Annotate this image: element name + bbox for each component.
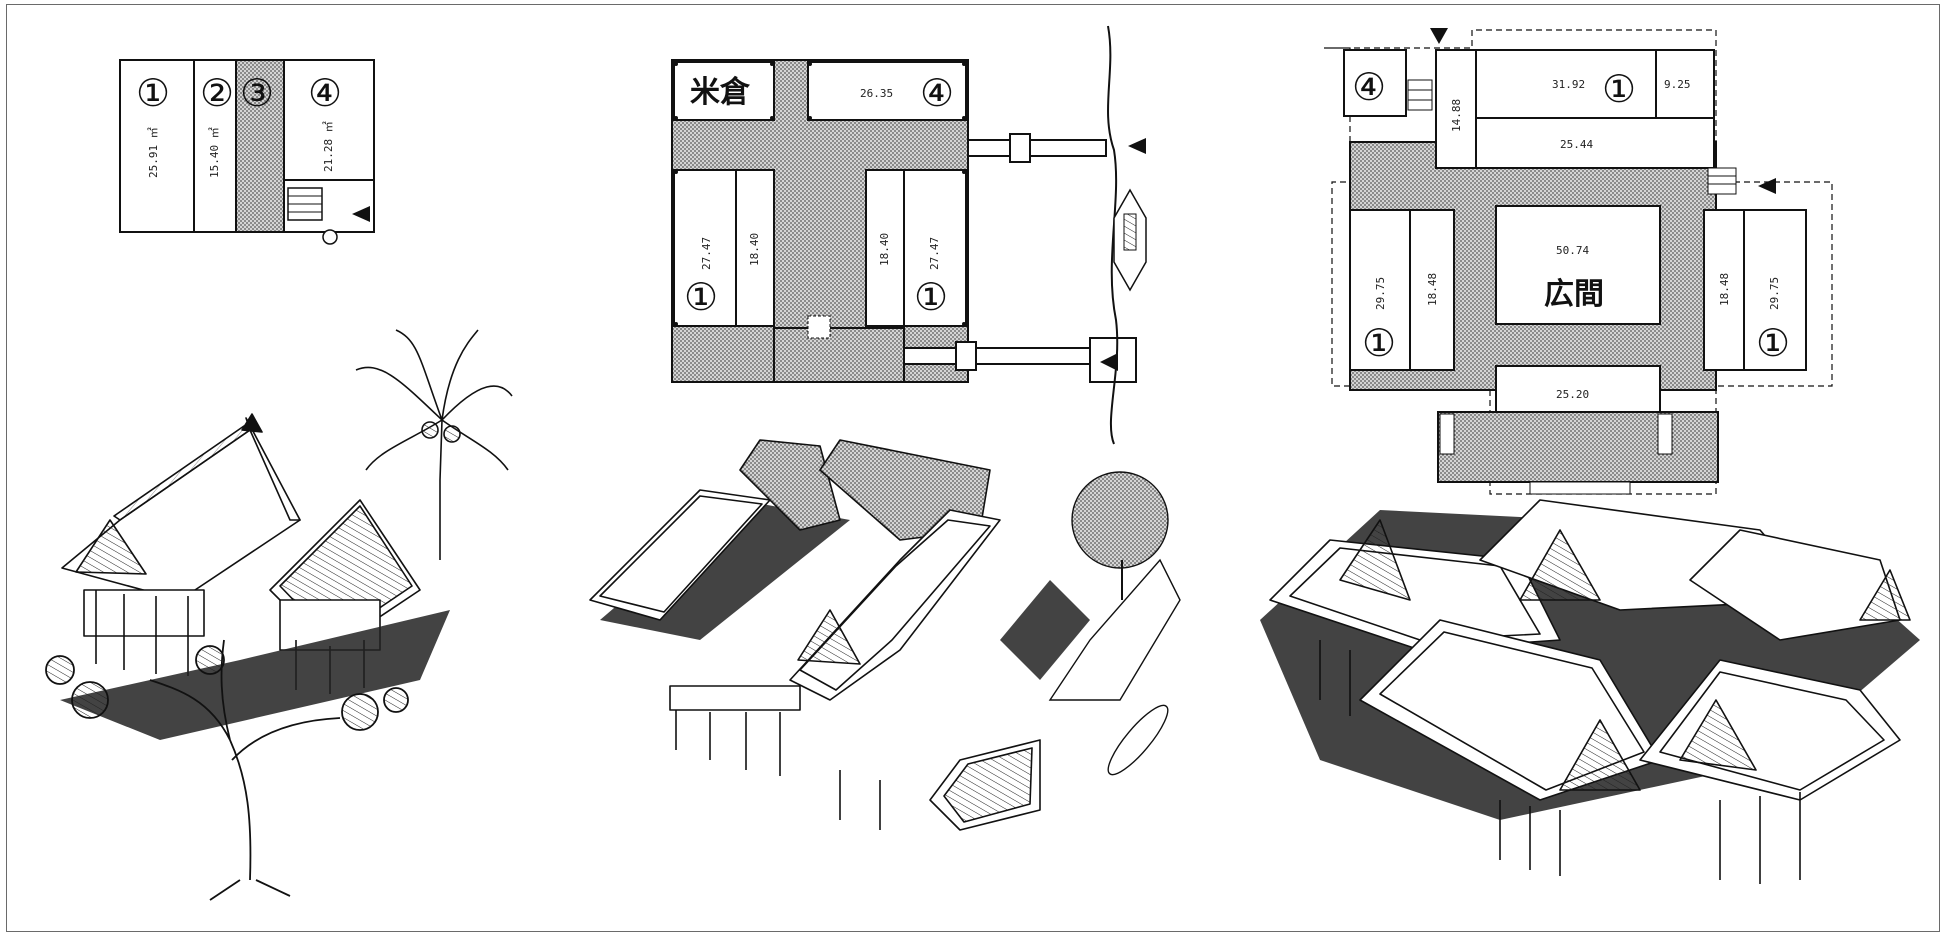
sketch-left-house [60,413,450,740]
tree-middle [1048,471,1181,776]
room-marker-4-right: ④ [1352,65,1386,109]
plan-right [1324,28,1833,495]
room-marker-4-middle: ④ [920,71,954,115]
room-marker-1-left: ① [684,275,718,319]
room-marker-2: ② [200,71,234,115]
tree-front-left [45,639,409,901]
area-right-outer: 27.47 [928,237,941,270]
area-top-left-narrow: 14.88 [1450,99,1463,132]
room-marker-4: ④ [308,71,342,115]
area-top-corridor: 25.44 [1560,138,1593,151]
area-left-inner-right: 18.48 [1426,273,1439,306]
area-top-main: 31.92 [1552,78,1585,91]
room-marker-1-left-right: ① [1362,321,1396,365]
area-right-outer-right: 29.75 [1768,277,1781,310]
room-marker-1: ① [136,71,170,115]
plan-left [119,59,375,245]
area-top-small: 9.25 [1664,78,1691,91]
area-room-2: 15.40 ㎡ [208,127,221,178]
middle-column-dots [674,62,966,326]
room-marker-1-right: ① [914,275,948,319]
area-right-inner: 18.40 [878,233,891,266]
plan-middle [671,25,1147,445]
area-hall: 50.74 [1556,244,1589,257]
area-room-4: 21.28 ㎡ [322,121,335,172]
hall-label: 広間 [1544,277,1604,312]
area-left-outer-right: 29.75 [1374,277,1387,310]
tree-palm-left [355,329,513,560]
area-right-inner-right: 18.48 [1718,273,1731,306]
area-left-inner: 18.40 [748,233,761,266]
area-left-outer: 27.47 [700,237,713,270]
area-bottom: 25.20 [1556,388,1589,401]
sketch-middle-house [589,439,1090,831]
room-marker-3: ③ [240,71,274,115]
figure-frame [6,4,1940,932]
room-marker-1-top: ① [1602,67,1636,111]
room-marker-1-right-right: ① [1756,321,1790,365]
area-room-4-middle: 26.35 [860,87,893,100]
area-room-1: 25.91 ㎡ [147,127,160,178]
sketch-right-house [1260,499,1920,884]
rice-store-label: 米倉 [690,75,751,110]
